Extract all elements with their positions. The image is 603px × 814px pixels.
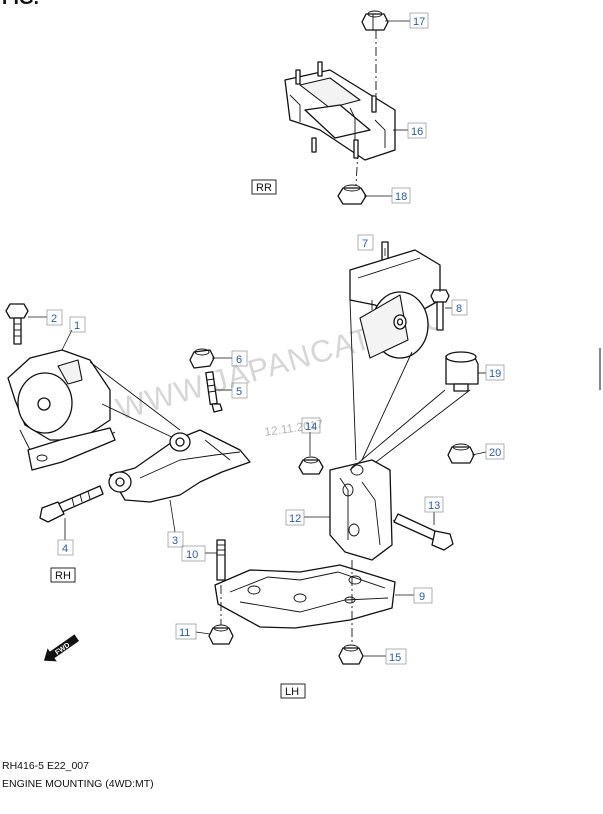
callout-6-label: 6 — [236, 354, 242, 366]
mount-plate — [214, 564, 396, 629]
callout-14: 14 — [301, 417, 321, 434]
callout-2: 2 — [46, 309, 63, 326]
callout-8-label: 8 — [456, 303, 462, 315]
callout-14-label: 14 — [305, 421, 317, 433]
callout-19: 19 — [485, 364, 505, 381]
callout-17: 17 — [409, 12, 429, 29]
callout-3: 3 — [167, 531, 184, 548]
forward-arrow-label: FWD — [54, 642, 71, 657]
leader-lines — [28, 20, 487, 657]
callout-12: 12 — [285, 509, 305, 526]
callout-3-label: 3 — [172, 535, 178, 547]
callout-5-label: 5 — [236, 386, 242, 398]
callout-5: 5 — [231, 382, 248, 399]
callout-11: 11 — [175, 623, 197, 640]
callout-2-label: 2 — [51, 313, 57, 325]
rubber-stopper — [445, 351, 479, 392]
callout-4-label: 4 — [62, 543, 68, 555]
callout-7: 7 — [357, 234, 374, 251]
plate-nut-right — [338, 644, 364, 665]
rear-mount-group: RR — [251, 10, 396, 205]
callout-16: 16 — [407, 122, 427, 139]
rh-location-label: RH — [55, 570, 71, 582]
diagram-title: ENGINE MOUNTING (4WD:MT) — [2, 778, 154, 790]
rear-mount-lower-nut — [337, 184, 367, 205]
lh-location-box — [280, 683, 306, 699]
rh-arm-bolt — [39, 485, 104, 523]
callout-9: 9 — [413, 587, 433, 604]
callout-11-label: 11 — [179, 627, 190, 639]
bracket-through-bolt — [392, 513, 454, 551]
rr-location-label: RR — [256, 182, 272, 194]
callout-20-label: 20 — [489, 447, 501, 459]
diagram-code: RH416-5 E22_007 — [2, 760, 89, 772]
callout-17-label: 17 — [413, 16, 425, 28]
forward-arrow: FWD — [43, 634, 80, 662]
rh-mount-bolt — [5, 303, 29, 345]
callout-10-label: 10 — [186, 549, 198, 561]
bracket-nut — [298, 456, 324, 475]
callout-20: 20 — [485, 443, 505, 460]
rr-location-box — [251, 179, 277, 195]
rear-mount-body — [284, 61, 396, 161]
callout-4: 4 — [57, 539, 74, 556]
callout-10: 10 — [181, 545, 206, 562]
rh-location-box — [50, 567, 76, 583]
callout-19-label: 19 — [489, 368, 501, 380]
lh-location-label: LH — [285, 686, 299, 698]
callout-15: 15 — [385, 648, 407, 665]
left-mount-upper-group — [349, 241, 450, 461]
plate-stud — [216, 539, 226, 581]
callout-1: 1 — [69, 316, 86, 333]
callout-13: 13 — [424, 496, 444, 513]
header-fragment: FIG. — [2, 0, 39, 9]
callout-15-label: 15 — [389, 652, 401, 664]
callout-13-label: 13 — [428, 500, 440, 512]
callout-8: 8 — [451, 299, 468, 316]
lower-bracket — [329, 459, 393, 561]
callout-6: 6 — [231, 350, 248, 367]
callout-7-label: 7 — [362, 238, 368, 250]
rh-mount-base — [27, 427, 116, 471]
left-mount-lower-group: LH — [208, 351, 479, 699]
callout-1-label: 1 — [74, 320, 80, 332]
callout-12-label: 12 — [289, 513, 301, 525]
rh-upper-nut — [189, 348, 215, 369]
right-mount-group: RH — [5, 303, 251, 583]
callout-9-label: 9 — [419, 591, 425, 603]
upper-bracket-bolt — [430, 289, 450, 331]
stopper-nut — [447, 443, 475, 464]
callout-18-label: 18 — [395, 191, 407, 203]
rear-mount-upper-nut — [361, 10, 389, 31]
rh-upper-bolt — [205, 371, 223, 413]
callout-18: 18 — [391, 187, 411, 204]
plate-nut-left — [208, 624, 234, 645]
callout-16-label: 16 — [411, 126, 423, 138]
